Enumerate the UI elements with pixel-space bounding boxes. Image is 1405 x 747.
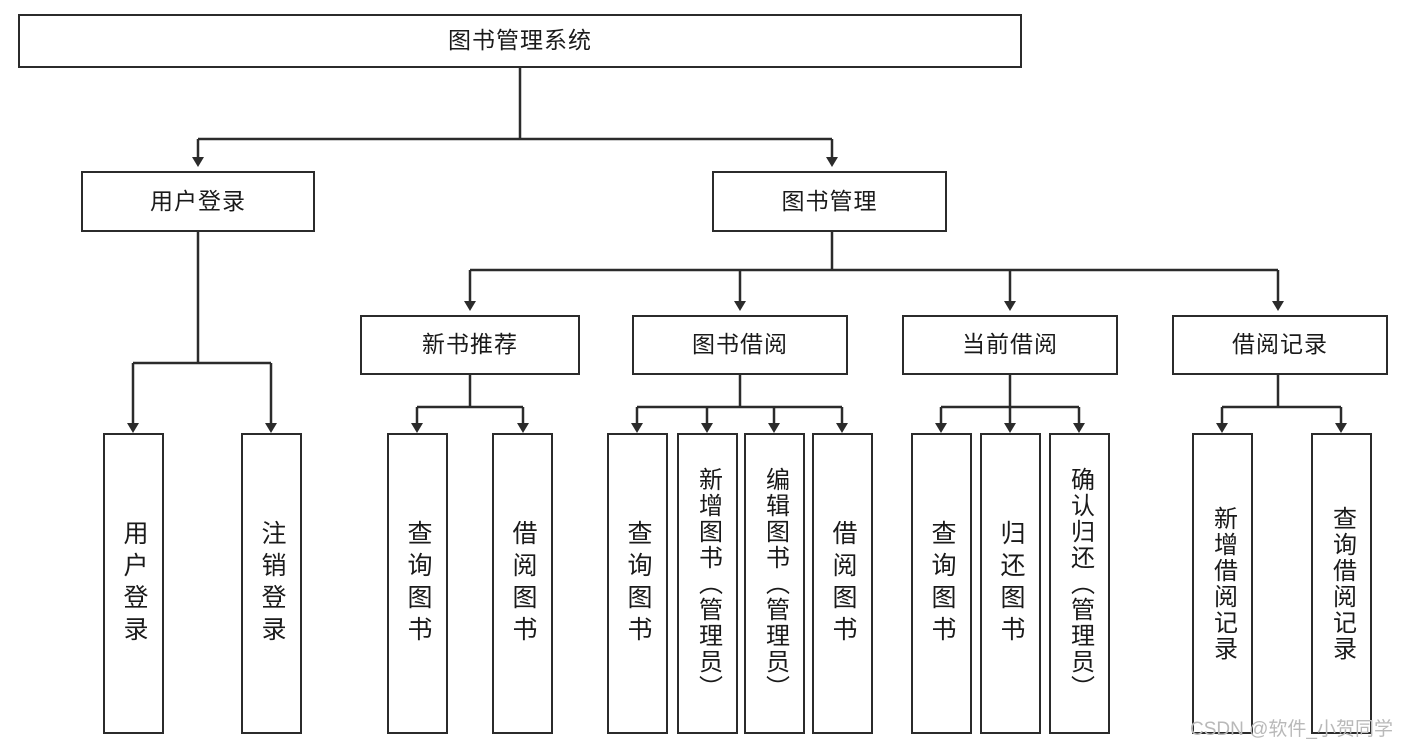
leaf-query-borrow-record[interactable]: 查询借阅记录	[1311, 433, 1372, 734]
node-book-borrowing[interactable]: 图书借阅	[632, 315, 848, 375]
node-label: 借阅图书	[509, 519, 537, 648]
node-label: 图书借阅	[692, 331, 788, 358]
node-label: 新增图书（管理员）	[694, 466, 722, 701]
node-book-management[interactable]: 图书管理	[712, 171, 947, 232]
node-label: 确认归还（管理员）	[1066, 466, 1094, 701]
leaf-return-book[interactable]: 归还图书	[980, 433, 1041, 734]
node-label: 查询图书	[624, 519, 652, 648]
leaf-add-book-admin[interactable]: 新增图书（管理员）	[677, 433, 738, 734]
node-label: 新书推荐	[422, 331, 518, 358]
node-label: 新增借阅记录	[1209, 505, 1237, 662]
node-label: 查询图书	[404, 519, 432, 648]
leaf-confirm-return-admin[interactable]: 确认归还（管理员）	[1049, 433, 1110, 734]
node-borrowing-records[interactable]: 借阅记录	[1172, 315, 1388, 375]
leaf-logout[interactable]: 注销登录	[241, 433, 302, 734]
node-label: 查询图书	[928, 519, 956, 648]
node-label: 用户登录	[120, 519, 148, 648]
leaf-user-login[interactable]: 用户登录	[103, 433, 164, 734]
node-label: 图书管理	[781, 187, 878, 214]
node-label: 图书管理系统	[448, 27, 592, 54]
node-label: 编辑图书（管理员）	[761, 466, 789, 701]
node-user-login[interactable]: 用户登录	[81, 171, 315, 232]
csdn-watermark: CSDN @软件_小贺同学	[1190, 719, 1393, 740]
node-current-borrowing[interactable]: 当前借阅	[902, 315, 1118, 375]
leaf-query-book-new[interactable]: 查询图书	[387, 433, 448, 734]
leaf-borrow-book-new[interactable]: 借阅图书	[492, 433, 553, 734]
node-label: 借阅图书	[829, 519, 857, 648]
node-label: 注销登录	[258, 519, 286, 648]
node-new-book-recommendation[interactable]: 新书推荐	[360, 315, 580, 375]
leaf-borrow-book-borrow[interactable]: 借阅图书	[812, 433, 873, 734]
node-label: 查询借阅记录	[1328, 505, 1356, 662]
leaf-query-book-borrow[interactable]: 查询图书	[607, 433, 668, 734]
node-root-book-management-system[interactable]: 图书管理系统	[18, 14, 1022, 68]
node-label: 当前借阅	[962, 331, 1058, 358]
node-label: 归还图书	[997, 519, 1025, 648]
node-label: 用户登录	[150, 187, 246, 214]
node-label: 借阅记录	[1232, 331, 1328, 358]
leaf-query-book-current[interactable]: 查询图书	[911, 433, 972, 734]
leaf-add-borrow-record[interactable]: 新增借阅记录	[1192, 433, 1253, 734]
leaf-edit-book-admin[interactable]: 编辑图书（管理员）	[744, 433, 805, 734]
